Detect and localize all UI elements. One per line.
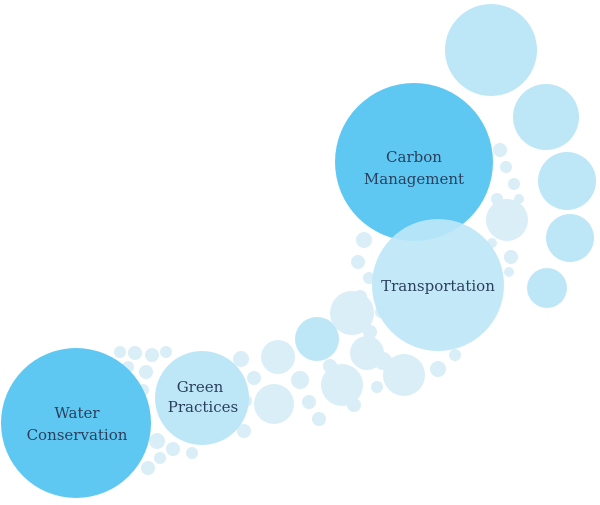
green-practices-circle [155, 351, 249, 445]
bubble-22 [371, 381, 383, 393]
bubble-35 [508, 178, 520, 190]
bubble-33 [493, 143, 507, 157]
bubble-9 [321, 364, 363, 406]
bubble-5 [295, 317, 339, 361]
bubble-45 [139, 365, 153, 379]
bubble-47 [149, 433, 165, 449]
bubble-48 [166, 442, 180, 456]
bubble-24 [363, 325, 377, 339]
bubble-26 [351, 255, 365, 269]
bubble-13 [233, 351, 249, 367]
bubble-43 [160, 346, 172, 358]
water-conservation-label-line2: Conservation [27, 426, 128, 444]
transportation-label: Transportation [381, 277, 495, 295]
green-practices-label-line1: Green [177, 378, 224, 396]
bubble-1 [513, 84, 579, 150]
bubble-25 [356, 232, 372, 248]
node-green-practices[interactable]: Green Practices [155, 351, 249, 445]
bubble-27 [363, 272, 375, 284]
bubble-38 [504, 267, 514, 277]
carbon-management-label-line2: Management [364, 170, 464, 188]
decorative-dots [114, 4, 596, 475]
bubble-42 [145, 348, 159, 362]
bubble-20 [312, 412, 326, 426]
bubble-28 [353, 290, 367, 304]
bubble-49 [186, 447, 198, 459]
node-water-conservation[interactable]: Water Conservation [1, 348, 151, 498]
bubble-0 [445, 4, 537, 96]
bubble-40 [114, 346, 126, 358]
bubble-14 [247, 371, 261, 385]
carbon-management-label-line1: Carbon [386, 148, 442, 166]
bubble-15 [291, 371, 309, 389]
green-practices-label-line2: Practices [168, 398, 238, 416]
bubble-41 [128, 346, 142, 360]
bubble-19 [237, 424, 251, 438]
node-carbon-management[interactable]: Carbon Management [335, 83, 493, 241]
bubble-12 [486, 199, 528, 241]
bubble-4 [527, 268, 567, 308]
carbon-management-circle [335, 83, 493, 241]
bubble-51 [141, 461, 155, 475]
bubble-2 [538, 152, 596, 210]
node-transportation[interactable]: Transportation [372, 219, 504, 351]
bubble-32 [504, 250, 518, 264]
bubble-6 [261, 340, 295, 374]
bubble-36 [491, 193, 503, 205]
transportation-circle [372, 219, 504, 351]
water-conservation-label-line1: Water [54, 404, 100, 422]
bubble-50 [154, 452, 166, 464]
bubble-21 [347, 398, 361, 412]
bubble-37 [514, 194, 524, 204]
bubble-16 [302, 395, 316, 409]
bubble-11 [383, 354, 425, 396]
bubble-23 [374, 352, 392, 370]
bubble-34 [500, 161, 512, 173]
bubble-7 [254, 384, 294, 424]
water-conservation-circle [1, 348, 151, 498]
bubble-3 [546, 214, 594, 262]
bubble-31 [449, 349, 461, 361]
bubble-17 [323, 359, 337, 373]
bubble-30 [430, 361, 446, 377]
